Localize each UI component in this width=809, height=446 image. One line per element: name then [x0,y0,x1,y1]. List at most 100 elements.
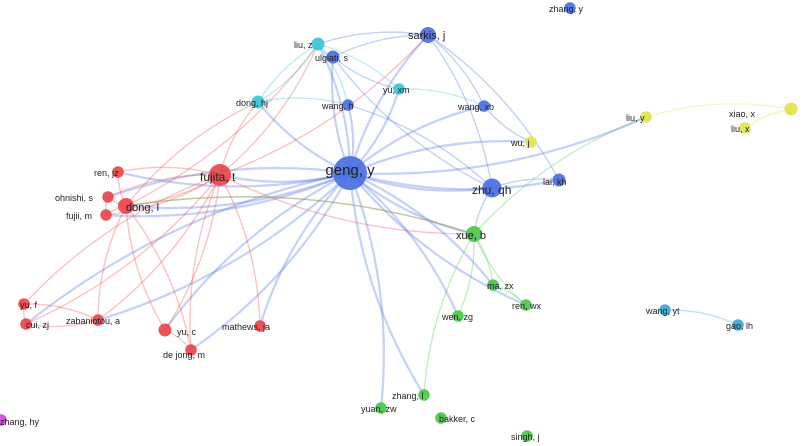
node-gaolh[interactable] [732,319,744,331]
link-geng-liuy [349,115,647,175]
node-wangxb[interactable] [478,100,490,112]
node-label-gaolh: gao, lh [726,321,753,331]
link-donghj-wangh [257,97,349,106]
node-label-fujita: fujita, t [200,170,236,184]
link-fujita-donghj [219,101,259,176]
node-zhangy[interactable] [564,2,576,14]
node-liux[interactable] [739,122,751,134]
node-label-dejong: de jong, m [163,350,205,360]
node-zhangl[interactable] [418,389,430,401]
node-ohnishi[interactable] [102,191,114,203]
node-laikh[interactable] [552,173,566,187]
node-xueb[interactable] [466,226,482,242]
node-mathews[interactable] [254,320,266,332]
node-yuf[interactable] [18,298,30,310]
link-wangyt-gaolh [664,309,739,326]
link-geng-wangxb [349,104,485,174]
node-wenzg[interactable] [452,310,464,322]
link-dongl-xueb [125,196,475,235]
node-sarkis[interactable] [420,27,436,43]
node-label-yuc: yu, c [177,327,197,337]
link-geng-renwx [349,172,527,307]
link-yuxm-wangxb [398,88,485,107]
node-label-mazx: ma, zx [487,281,514,291]
node-label-liux: liu, x [731,124,750,134]
node-label-yuanzw: yuan, zw [361,404,397,414]
node-dejong[interactable] [185,344,197,356]
link-xueb-wenzg [457,233,475,317]
link-fujita-zabaniotou [97,174,221,321]
node-fujita[interactable] [209,164,231,186]
link-sarkis-ulgiati [332,34,429,58]
link-geng-fujiim [105,171,351,218]
link-fujita-mathews [219,174,261,327]
link-liuy-xiaox [645,103,792,118]
node-ulgiati[interactable] [326,50,340,64]
node-label-yuf: yu, f [20,300,38,310]
node-singhj[interactable] [521,430,533,442]
node-wangyt[interactable] [659,304,671,316]
node-zabaniotou[interactable] [92,314,104,326]
link-xueb-dongl [125,196,475,235]
node-renjz[interactable] [112,166,124,178]
node-fujiim[interactable] [100,209,112,221]
link-dongl-donghj [125,101,259,207]
link-geng-wenzg [349,172,460,317]
node-yuc[interactable] [158,323,172,337]
node-label-zhangl: zhang, l [392,391,424,401]
link-fujita-sarkis [219,34,429,176]
node-label-wenzg: wen, zg [441,312,473,322]
node-renwx[interactable] [520,299,532,311]
node-geng[interactable] [333,156,367,190]
link-liuz-yuxm [317,43,400,90]
node-zhanghy[interactable] [0,414,7,426]
node-yuxm[interactable] [393,83,405,95]
link-fujita-dejong [189,174,221,351]
node-label-yuxm: yu, xm [383,85,410,95]
link-geng-sarkis [348,34,429,174]
node-label-sarkis: sarkis, j [408,30,445,42]
node-label-xueb: xue, b [456,230,486,242]
link-ulgiati-yuxm [332,56,400,90]
node-label-zhangy: zhang, y [549,4,584,14]
link-xueb-liuy [473,116,647,235]
link-fujita-renjz [117,166,221,176]
link-cuizj-zabaniotou [25,319,99,328]
node-dongl[interactable] [118,198,134,214]
node-label-wangxb: wang, xb [457,102,494,112]
node-bakker[interactable] [435,412,447,424]
node-label-ulgiati: ulgiati, s [315,53,349,63]
link-donghj-liuz [257,43,319,103]
link-zhuqh-wangh [347,104,493,189]
link-zhuqh-sarkis [427,34,493,189]
node-wuj[interactable] [525,136,537,148]
node-mazx[interactable] [487,279,499,291]
link-dongl-dejong [125,205,192,351]
node-label-zabaniotou: zabaniotou, a [66,316,120,326]
node-label-bakker: bakker, c [439,414,476,424]
link-zhuqh-ulgiati [332,56,493,189]
node-liuz[interactable] [311,37,325,51]
link-xueb-renwx [473,233,527,306]
node-xiaox[interactable] [784,102,798,116]
link-geng-dejong [190,172,351,351]
link-geng-renjz [117,170,351,188]
node-wangh[interactable] [342,99,354,111]
node-cuizj[interactable] [20,318,32,330]
node-label-geng: geng, y [325,162,375,179]
node-label-zhuqh: zhu, qh [472,183,511,197]
node-label-zhanghy: zhang, hy [0,417,40,427]
node-label-liuy: liu, y [626,113,645,123]
node-label-renjz: ren, jz [94,168,119,178]
node-donghj[interactable] [251,95,265,109]
node-yuanzw[interactable] [375,402,387,414]
link-sarkis-laikh [427,34,560,181]
link-geng-yuc [164,172,351,331]
network-nodes [0,2,798,442]
node-liuy[interactable] [640,111,652,123]
link-fujita-ohnishi [107,174,221,198]
link-geng-wuj [349,140,532,175]
node-zhuqh[interactable] [482,178,502,198]
